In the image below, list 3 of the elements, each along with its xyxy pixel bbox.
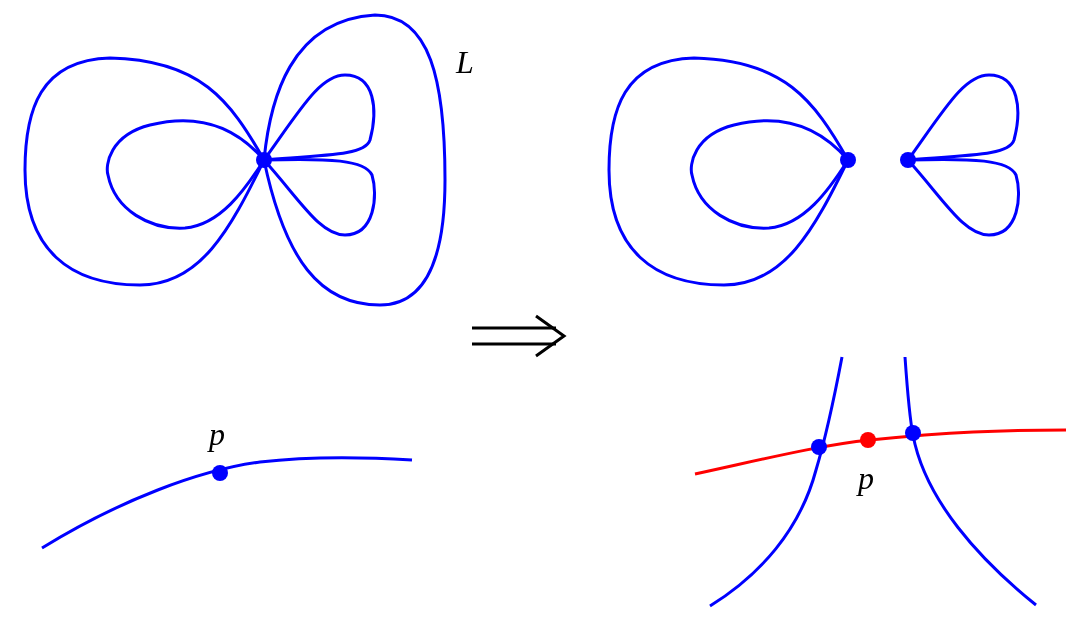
curve-label: L	[456, 46, 474, 78]
point-label: p	[858, 462, 874, 494]
point-label: p	[209, 418, 225, 450]
